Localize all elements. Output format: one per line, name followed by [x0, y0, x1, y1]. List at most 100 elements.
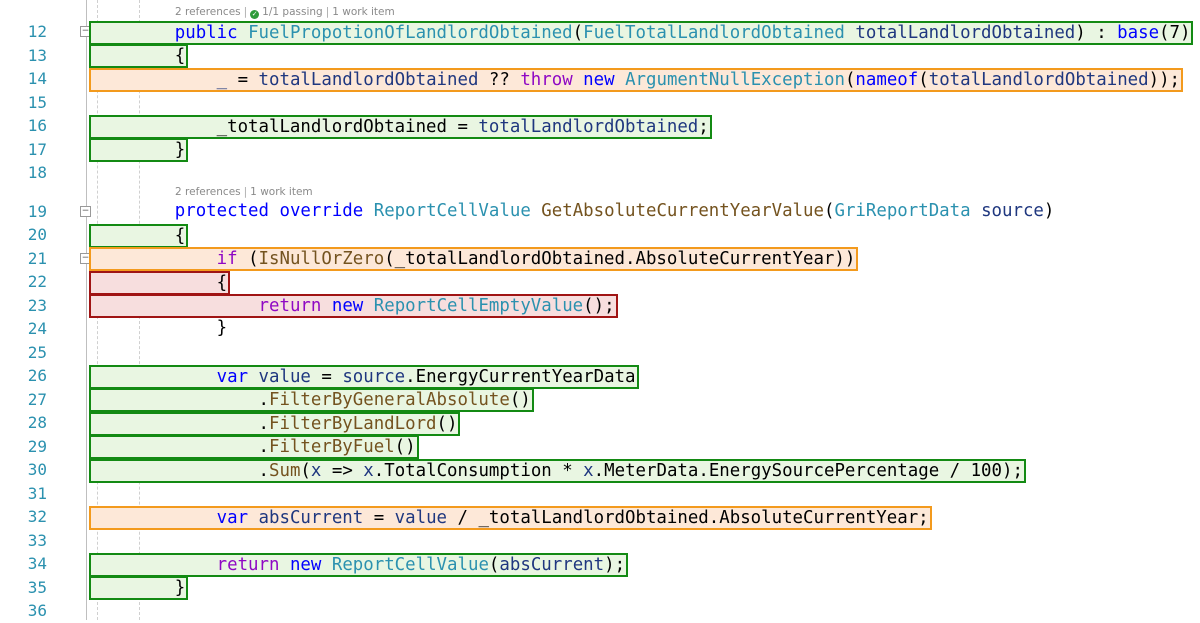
code-token: { — [91, 225, 186, 246]
code-text[interactable]: .FilterByLandLord() — [89, 411, 461, 436]
code-token: return — [258, 296, 322, 316]
code-text[interactable]: { — [89, 44, 189, 69]
coverage-uncovered: return new ReportCellEmptyValue(); — [89, 294, 618, 318]
code-text[interactable]: { — [89, 270, 231, 295]
code-token: totalLandlordObtained — [258, 69, 479, 90]
codelens: 2 references|✓1/1 passing|1 work item — [0, 5, 1200, 20]
code-line: 19 − protected override ReportCellValue G… — [0, 200, 1200, 224]
code-line: 13 { — [0, 44, 1200, 68]
codelens: 2 references|1 work item — [0, 185, 1200, 200]
code-token: var — [216, 366, 249, 387]
code-line: 20 { — [0, 223, 1200, 248]
code-token: var — [216, 507, 249, 528]
code-token — [363, 296, 373, 316]
code-token: x — [363, 460, 374, 481]
code-token: new — [289, 554, 322, 575]
code-text[interactable]: if (IsNullOrZero(_totalLandlordObtained.… — [89, 247, 859, 272]
code-token: return — [216, 554, 280, 575]
coverage-covered: .FilterByFuel() — [89, 435, 419, 459]
code-line: 28 .FilterByLandLord() — [0, 411, 1200, 436]
code-text[interactable]: _ = totalLandlordObtained ?? throw new A… — [89, 67, 1184, 92]
line-number: 15 — [27, 92, 47, 112]
codelens-link[interactable]: 1/1 passing — [262, 6, 323, 18]
line-number: 24 — [27, 319, 47, 338]
coverage-covered: { — [89, 44, 189, 68]
code-token: ( — [237, 249, 259, 269]
code-text[interactable]: } — [91, 317, 228, 341]
code-token: = — [310, 366, 343, 387]
code-line: 14 _ = totalLandlordObtained ?? throw ne… — [0, 67, 1200, 92]
code-token: GriReportData — [834, 200, 971, 221]
code-token — [321, 296, 331, 316]
code-text[interactable]: return new ReportCellEmptyValue(); — [89, 294, 618, 319]
code-token: base — [1117, 22, 1160, 43]
code-token: ( — [918, 69, 929, 90]
codelens-link[interactable]: 1 work item — [250, 185, 313, 198]
code-token: { — [91, 272, 228, 293]
line-number: 31 — [27, 483, 47, 503]
coverage-covered: { — [89, 223, 189, 248]
coverage-uncovered: { — [89, 270, 231, 295]
line-number: 13 — [27, 45, 47, 65]
line-number: 17 — [27, 139, 47, 159]
coverage-covered: .FilterByLandLord() — [89, 411, 461, 436]
code-text[interactable]: .Sum(x => x.TotalConsumption * x.MeterDa… — [89, 458, 1026, 483]
coverage-covered: var value = source.EnergyCurrentYearData — [89, 364, 639, 389]
code-line: 12− public FuelPropotionOfLandlordObtain… — [0, 20, 1200, 45]
code-token: = — [363, 507, 395, 528]
code-token: )); — [1148, 69, 1181, 90]
code-token: . — [91, 413, 269, 434]
collapse-icon[interactable]: − — [80, 205, 91, 217]
code-token — [573, 70, 583, 90]
code-text[interactable]: .FilterByFuel() — [89, 435, 419, 460]
line-number: 25 — [27, 342, 47, 362]
code-text[interactable]: { — [89, 223, 189, 248]
code-token — [279, 555, 289, 575]
code-token: IsNullOrZero — [258, 249, 385, 269]
code-token: new — [583, 69, 615, 90]
coverage-covered: .FilterByGeneralAbsolute() — [89, 388, 534, 412]
code-token: () — [509, 390, 531, 410]
code-token: ( — [823, 200, 835, 221]
line-number: 18 — [27, 163, 47, 182]
code-token — [91, 296, 259, 316]
code-token: absCurrent — [258, 507, 364, 528]
code-token — [91, 508, 217, 528]
code-token: FuelPropotionOfLandlordObtained — [248, 22, 573, 43]
code-token: .TotalConsumption * — [373, 460, 584, 481]
code-token: totalLandlordObtained — [478, 116, 699, 137]
code-token: ( — [300, 460, 311, 481]
code-token: absCurrent — [499, 554, 605, 575]
coverage-covered: .Sum(x => x.TotalConsumption * x.MeterDa… — [89, 458, 1026, 483]
code-line: 21− if (IsNullOrZero(_totalLandlordObtai… — [0, 247, 1200, 271]
code-token — [238, 23, 248, 43]
line-number: 12 — [27, 22, 47, 41]
code-text[interactable]: public FuelPropotionOfLandlordObtained(F… — [89, 20, 1194, 45]
codelens-link[interactable]: 2 references — [175, 185, 241, 198]
code-line: 25 — [0, 341, 1200, 365]
code-token: .MeterData.EnergySourcePercentage / 100)… — [593, 460, 1023, 481]
code-line: 33 — [0, 529, 1200, 553]
code-text[interactable]: } — [89, 138, 189, 163]
code-line: 26 var value = source.EnergyCurrentYearD… — [0, 364, 1200, 389]
code-text[interactable]: protected override ReportCellValue GetAb… — [91, 200, 1055, 224]
code-text[interactable]: .FilterByGeneralAbsolute() — [89, 388, 534, 413]
code-token: () — [436, 413, 458, 434]
code-text[interactable]: } — [89, 576, 189, 601]
code-line: 31 — [0, 482, 1200, 506]
code-text[interactable]: var absCurrent = value / _totalLandlordO… — [89, 505, 932, 530]
code-line: 17 } — [0, 138, 1200, 162]
line-number: 21 — [27, 248, 47, 268]
codelens-link[interactable]: 1 work item — [332, 6, 395, 18]
code-token: ); — [604, 554, 626, 575]
code-token: => — [321, 460, 364, 481]
code-text[interactable]: var value = source.EnergyCurrentYearData — [89, 364, 639, 389]
line-number: 19 — [27, 201, 47, 221]
code-token — [248, 367, 258, 387]
code-text[interactable]: return new ReportCellValue(absCurrent); — [89, 552, 629, 577]
code-text[interactable]: _totalLandlordObtained = totalLandlordOb… — [89, 114, 712, 139]
codelens-link[interactable]: 2 references — [175, 6, 241, 18]
code-token: if — [216, 249, 238, 269]
code-token: override — [279, 200, 364, 221]
